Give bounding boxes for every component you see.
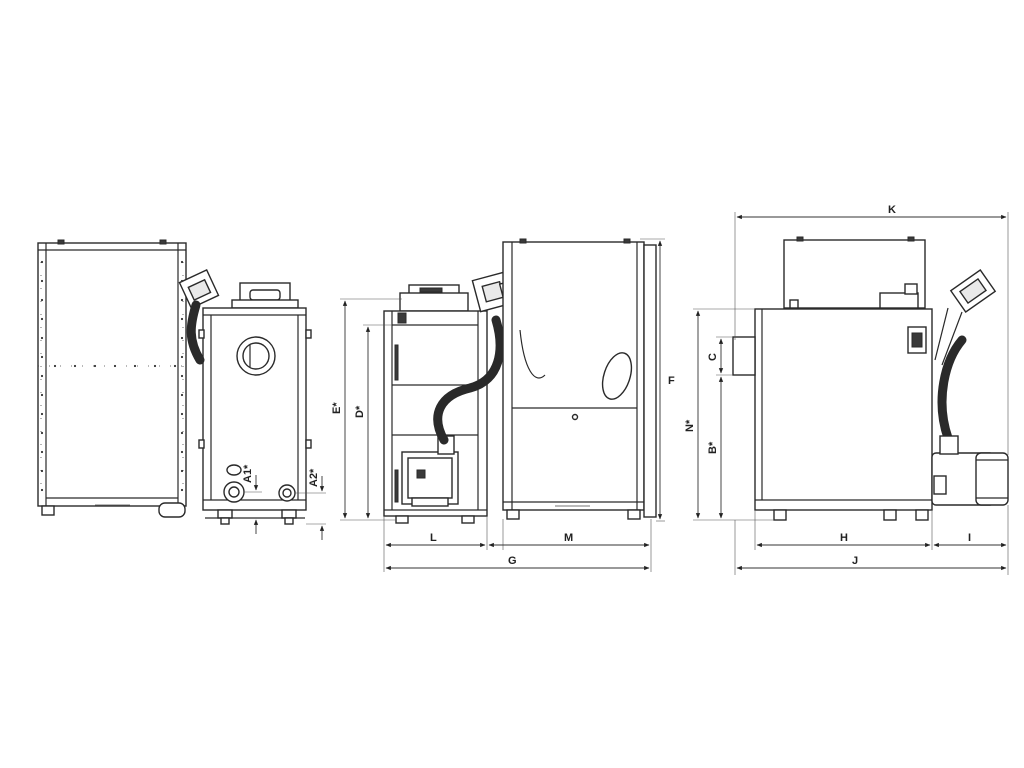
label-A2: A2*	[308, 468, 320, 487]
rivet-dot	[133, 364, 137, 368]
rivet-dot	[40, 393, 44, 397]
label-H: H	[840, 532, 848, 544]
label-M: M	[564, 532, 573, 544]
rivet-dot	[173, 364, 177, 368]
hopper-front-view	[502, 238, 657, 520]
rivet-dot	[40, 317, 44, 321]
dimension-labels: K F N* C B* E* D* A1* A2* L M G H I J	[242, 204, 971, 567]
rivet-dot	[180, 260, 184, 264]
label-A1: A1*	[242, 464, 254, 483]
rivet-dot	[40, 298, 44, 302]
label-F: F	[668, 375, 675, 387]
rivet-dot	[153, 364, 157, 368]
cabinet-rivets	[40, 260, 184, 492]
rivet-dot	[40, 279, 44, 283]
rivet-dot	[180, 355, 184, 359]
label-N: N*	[684, 419, 696, 432]
front-view	[383, 271, 520, 524]
label-D: D*	[354, 405, 366, 418]
rivet-dot	[40, 260, 44, 264]
rivet-dot	[180, 298, 184, 302]
rivet-dot	[40, 412, 44, 416]
rivet-dot	[180, 279, 184, 283]
side-view-cabinet	[37, 239, 187, 518]
dimension-lines	[244, 212, 1009, 575]
label-L: L	[430, 532, 437, 544]
rivet-dot	[40, 336, 44, 340]
rivet-dot	[40, 355, 44, 359]
label-C: C	[707, 353, 719, 361]
rivet-dot	[40, 450, 44, 454]
rivet-dot	[40, 469, 44, 473]
rivet-dot	[180, 431, 184, 435]
rivet-dot	[73, 364, 77, 368]
label-J: J	[852, 555, 858, 567]
rivet-dot	[40, 488, 44, 492]
rivet-dot	[180, 450, 184, 454]
rivet-dot	[180, 469, 184, 473]
rivet-dot	[180, 412, 184, 416]
label-I: I	[968, 532, 971, 544]
right-side-view	[732, 236, 1009, 521]
rivet-dot	[180, 393, 184, 397]
rivet-dot	[180, 374, 184, 378]
label-K: K	[888, 204, 896, 216]
rivet-dot	[180, 488, 184, 492]
rivet-dot	[40, 374, 44, 378]
label-B: B*	[707, 441, 719, 454]
label-G: G	[508, 555, 517, 567]
rivet-dot	[113, 364, 117, 368]
rivet-dot	[40, 431, 44, 435]
rivet-dot	[93, 364, 97, 368]
rivet-dot	[53, 364, 57, 368]
rivet-dot	[180, 317, 184, 321]
feeder-motor-left	[178, 269, 220, 365]
rear-view	[198, 282, 312, 525]
label-E: E*	[331, 402, 343, 414]
rivet-dot	[180, 336, 184, 340]
